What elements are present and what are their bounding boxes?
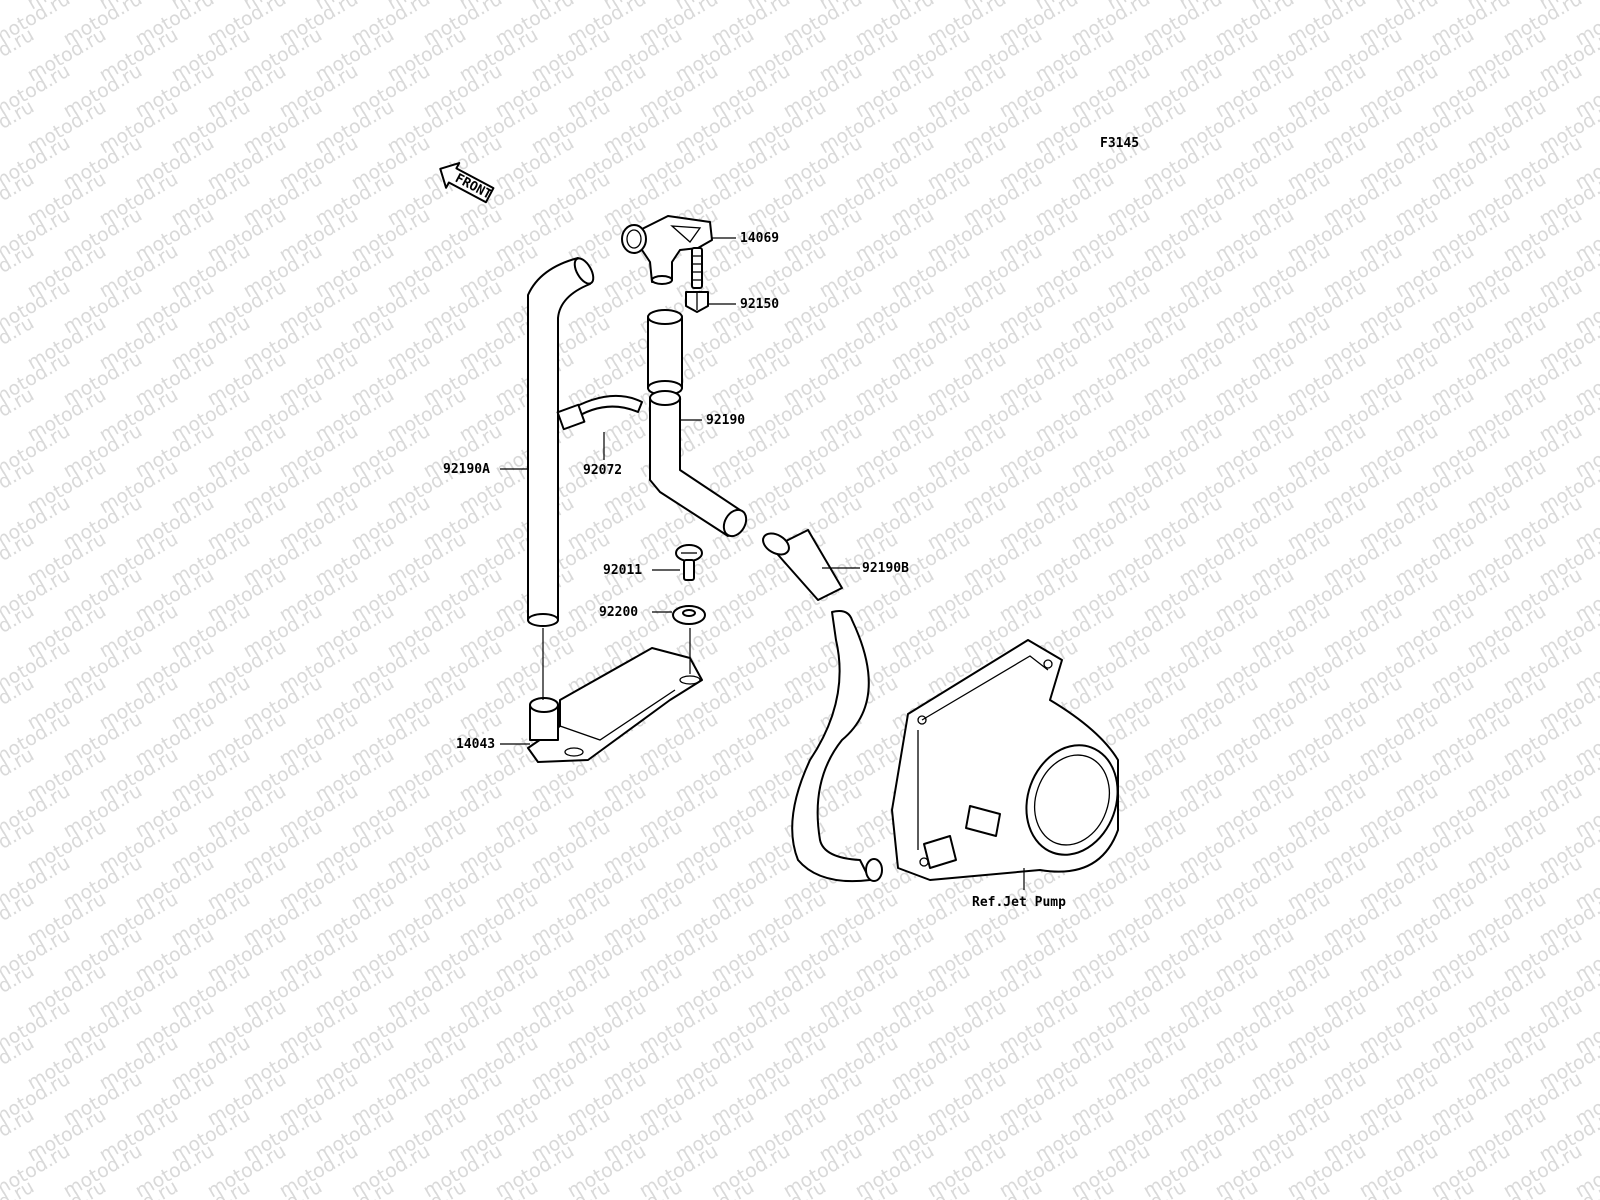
label-92190A: 92190A xyxy=(443,462,490,477)
front-arrow-label: FRONT xyxy=(452,171,494,203)
short-hose xyxy=(647,309,683,396)
figure-code: F3145 xyxy=(1100,136,1139,151)
label-92200: 92200 xyxy=(599,605,638,620)
label-14069: 14069 xyxy=(740,231,779,246)
label-92011: 92011 xyxy=(603,563,642,578)
label-ref-jet-pump: Ref.Jet Pump xyxy=(972,895,1066,910)
label-92190B: 92190B xyxy=(862,561,909,576)
washer-92200 xyxy=(672,605,706,625)
label-92150: 92150 xyxy=(740,297,779,312)
label-14043: 14043 xyxy=(456,737,495,752)
label-92072: 92072 xyxy=(583,463,622,478)
label-92190: 92190 xyxy=(706,413,745,428)
